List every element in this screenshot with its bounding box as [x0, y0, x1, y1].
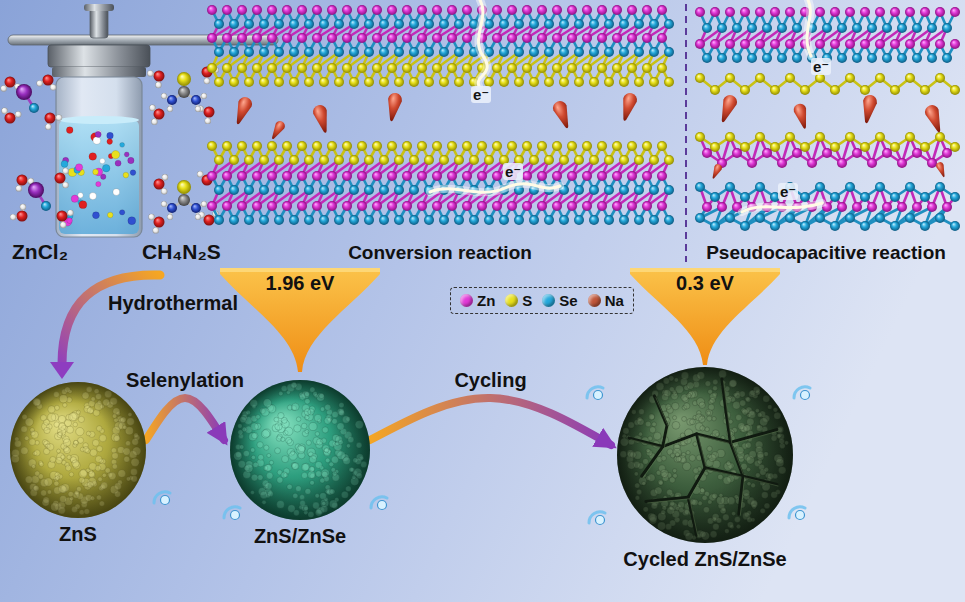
process-arrow [370, 398, 611, 445]
molecule-cluster [0, 67, 218, 234]
legend-swatch [588, 294, 601, 307]
legend-text: Na [605, 292, 624, 309]
particle-sphere [230, 380, 370, 520]
legend-swatch [542, 294, 555, 307]
material-sphere: ZnS [10, 382, 146, 518]
step-label: Cycling [454, 369, 526, 392]
reagent-label: ZnCl₂ [12, 240, 68, 264]
sample-name: ZnS [59, 523, 97, 546]
step-label: Selenylation [126, 369, 244, 392]
legend-entry: Se [542, 292, 577, 309]
panel-title: Conversion reaction [348, 242, 532, 264]
panel-divider [685, 4, 687, 262]
legend-swatch [460, 294, 473, 307]
arrow-head [50, 362, 74, 379]
legend-entry: Zn [460, 292, 495, 309]
sample-name: Cycled ZnS/ZnSe [623, 548, 786, 571]
legend-text: S [522, 292, 532, 309]
particle-sphere [617, 367, 793, 543]
particle-sphere [10, 382, 146, 518]
material-sphere: Cycled ZnS/ZnSe [617, 367, 793, 543]
energy-value: 0.3 eV [676, 272, 734, 295]
panel-title: Pseudocapacitive reaction [706, 242, 946, 264]
legend-text: Se [559, 292, 577, 309]
legend-box: Zn S Se Na [450, 287, 634, 314]
electron-label: e⁻ [503, 163, 523, 180]
process-arrow [146, 398, 224, 440]
process-arrow [62, 275, 160, 364]
electron-label: e⁻ [778, 183, 798, 200]
energy-value: 1.96 eV [266, 272, 335, 295]
energy-funnel: 0.3 eV [630, 268, 780, 365]
crystal-structure [207, 0, 960, 231]
material-sphere: ZnS/ZnSe [230, 380, 370, 520]
electron-label: e⁻ [811, 58, 831, 75]
legend-entry: Na [588, 292, 624, 309]
sample-name: ZnS/ZnSe [254, 525, 346, 548]
reagent-label: CH₄N₂S [142, 240, 221, 264]
legend-swatch [505, 294, 518, 307]
autoclave [8, 4, 278, 237]
electron-label: e⁻ [471, 86, 491, 103]
energy-funnel: 1.96 eV [220, 268, 380, 372]
legend-text: Zn [477, 292, 495, 309]
step-label: Hydrothermal [108, 292, 238, 315]
legend-entry: S [505, 292, 532, 309]
